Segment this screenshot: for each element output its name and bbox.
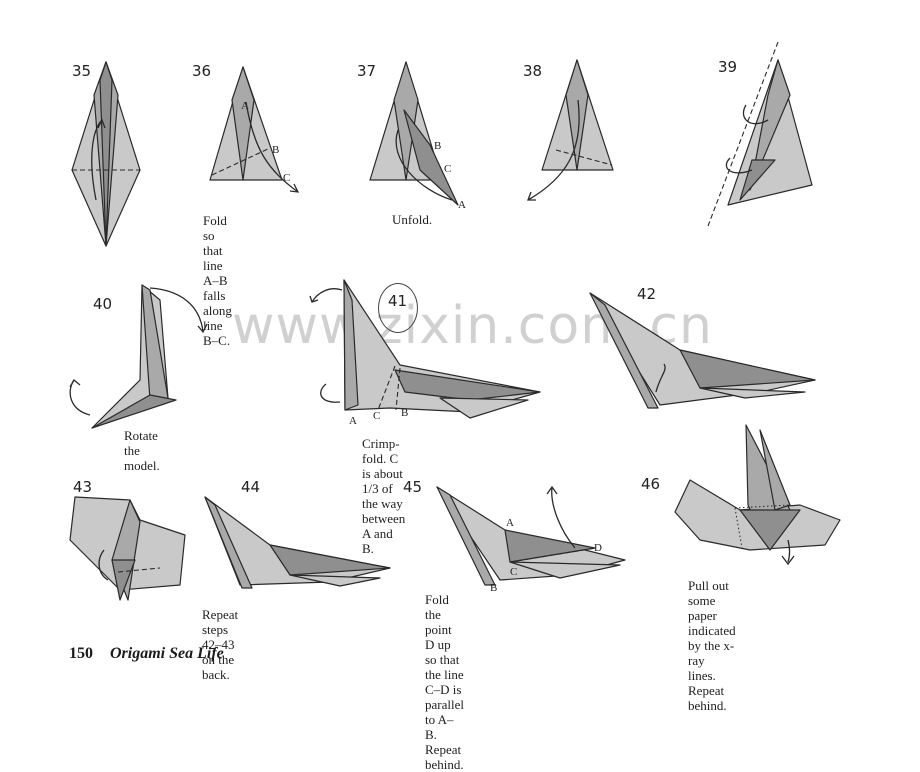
step-46-drawing — [674, 424, 841, 566]
step-caption: Crimp-fold. C is about 1/3 of the way be… — [362, 436, 406, 556]
step-caption: Pull out some paper indicated by the x-r… — [688, 578, 736, 713]
step-42-drawing — [589, 292, 816, 409]
step-41-drawing — [309, 279, 541, 419]
step-number: 42 — [637, 285, 657, 303]
step-number: 40 — [93, 295, 113, 313]
step-number: 38 — [523, 62, 543, 80]
step-number: 45 — [403, 478, 423, 496]
step-number: 35 — [72, 62, 92, 80]
page-number: 150 — [69, 645, 93, 662]
step-45-drawing — [436, 485, 626, 586]
step-39-drawing — [707, 41, 813, 227]
step-43-drawing — [69, 496, 186, 601]
label-c: C — [510, 566, 518, 578]
label-a: A — [506, 517, 514, 529]
label-d: D — [594, 542, 602, 554]
step-number: 41 — [388, 292, 408, 310]
label-a: A — [458, 199, 466, 211]
origami-diagram-page: www.zixin.com.cn 35 36 A B C Fold so tha… — [69, 41, 841, 772]
label-b: B — [490, 582, 498, 594]
step-38-drawing — [527, 59, 614, 201]
label-b: B — [272, 144, 280, 156]
step-caption: Repeat steps 42–43 on the back. — [202, 607, 239, 682]
label-a: A — [241, 100, 249, 112]
step-44-drawing — [204, 496, 391, 589]
book-title: Origami Sea Life — [110, 645, 224, 662]
step-41-circle — [378, 283, 418, 333]
step-37-drawing — [369, 61, 459, 206]
label-c: C — [283, 172, 291, 184]
step-caption: Unfold. — [392, 212, 433, 227]
step-number: 46 — [641, 475, 661, 493]
step-number: 37 — [357, 62, 377, 80]
step-40-drawing — [69, 284, 208, 429]
step-36-drawing — [209, 66, 300, 193]
step-35-drawing — [71, 61, 141, 247]
label-a: A — [349, 415, 357, 427]
step-caption: Rotate the model. — [124, 428, 160, 473]
label-b: B — [434, 140, 442, 152]
step-number: 43 — [73, 478, 93, 496]
step-number: 39 — [718, 58, 738, 76]
step-number: 36 — [192, 62, 212, 80]
label-c: C — [373, 410, 381, 422]
step-caption: Fold so that line A–B falls along line B… — [203, 213, 232, 348]
step-number: 44 — [241, 478, 261, 496]
label-c: C — [444, 163, 452, 175]
label-b: B — [401, 407, 409, 419]
